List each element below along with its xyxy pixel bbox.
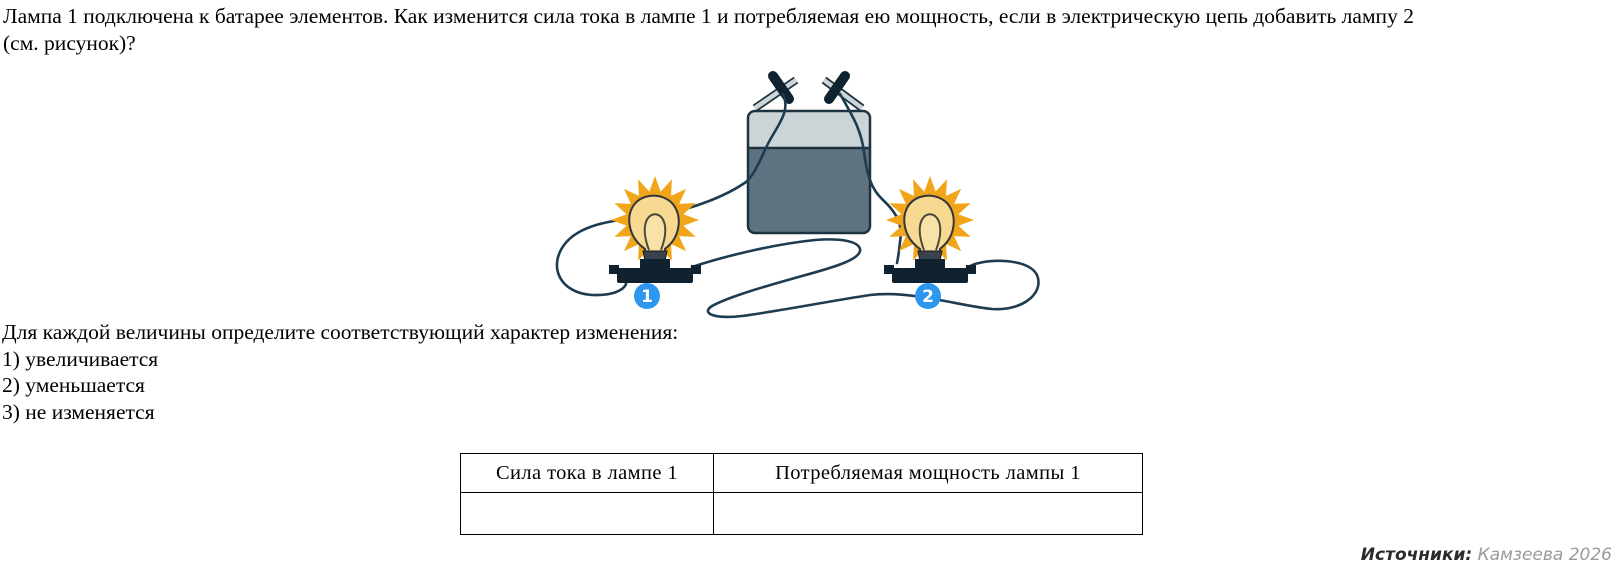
battery-terminal-left [752, 76, 799, 112]
wire-right [838, 92, 903, 265]
question-line-2: (см. рисунок)? [3, 31, 136, 55]
lamp-2-badge [915, 283, 941, 309]
lamp-2-badge-label: 2 [922, 287, 934, 307]
answer-table-row [460, 492, 1143, 535]
answer-table-header-row: Сила тока в лампе 1 Потребляемая мощност… [460, 453, 1143, 493]
prompt-option-2: 2) уменьшается [2, 373, 145, 397]
question-line-1: Лампа 1 подключена к батарее элементов. … [3, 4, 1414, 28]
battery-clip-left [768, 71, 794, 104]
wire-middle [690, 238, 1040, 319]
source-label: Источники: [1360, 545, 1473, 565]
lamp-filament [918, 213, 942, 251]
prompt-intro: Для каждой величины определите соответст… [2, 320, 679, 344]
battery-clip-right [824, 71, 850, 104]
answer-prompt: Для каждой величины определите соответст… [2, 319, 678, 425]
question-text: Лампа 1 подключена к батарее элементов. … [3, 3, 1414, 57]
source-value: Камзеева 2026 [1477, 545, 1612, 565]
lamp-1-badge [634, 283, 660, 309]
lamp-1: 1 [609, 176, 701, 309]
lamp-filament [643, 213, 667, 251]
lamp-holder [609, 259, 701, 283]
lamp-2: 2 [884, 176, 976, 309]
circuit-figure: 1 2 [555, 71, 1040, 319]
source-note: Источники: Камзеева 2026 [1361, 545, 1612, 565]
answer-cell-power [713, 492, 1143, 535]
table-header-power: Потребляемая мощность лампы 1 [713, 453, 1143, 493]
lamp-1-badge-label: 1 [641, 287, 653, 307]
battery-terminal-right [821, 76, 865, 112]
answer-cell-current [460, 492, 714, 535]
answer-table: Сила тока в лампе 1 Потребляемая мощност… [460, 453, 1143, 535]
prompt-option-3: 3) не изменяется [2, 399, 155, 424]
battery [746, 109, 872, 235]
table-header-current: Сила тока в лампе 1 [460, 453, 714, 493]
lamp-holder [884, 259, 976, 283]
prompt-option-1: 1) увеличивается [2, 346, 159, 371]
